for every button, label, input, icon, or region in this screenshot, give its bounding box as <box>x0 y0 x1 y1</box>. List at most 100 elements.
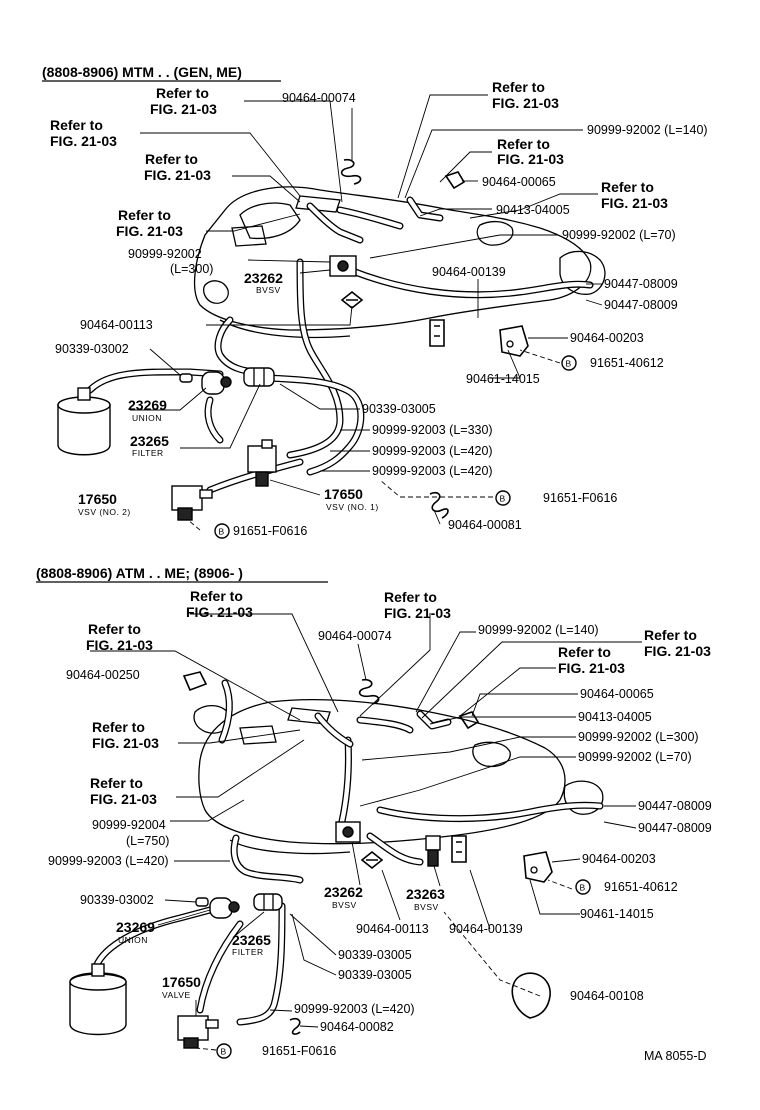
bracket-90464-00139-top <box>429 319 445 347</box>
label-91651-f0616b-top: 91651-F0616 <box>233 524 307 538</box>
clip-90464-00065-top <box>444 171 466 190</box>
clip-90464-00082-bottom <box>289 1017 301 1035</box>
filter-23265-bottom <box>253 893 283 911</box>
connector-90339-03002-bottom <box>195 897 209 907</box>
label-90999-92003-l420a-bottom: 90999-92003 (L=420) <box>48 854 169 868</box>
label-90999-92003-l330-top: 90999-92003 (L=330) <box>372 423 493 437</box>
label-vsv-no2-top: VSV (NO. 2) <box>78 507 131 517</box>
connector-90339-03002-top <box>179 373 193 383</box>
clip-90464-00065-bottom <box>458 711 480 730</box>
label-refer-bottom-5: Refer to <box>384 589 437 605</box>
clip-90464-00081-top <box>429 491 449 519</box>
label-90464-00082-bottom: 90464-00082 <box>320 1020 394 1034</box>
label-refer-top-3: Refer to <box>145 151 198 167</box>
label-90464-00139-bottom: 90464-00139 <box>449 922 523 936</box>
label-23263-bottom: 23263 <box>406 886 445 902</box>
label-refer-fig-bottom-4: FIG. 21-03 <box>90 791 157 807</box>
hose-lines-bottom <box>91 679 604 1026</box>
label-90464-00203-top: 90464-00203 <box>570 331 644 345</box>
label-valve-bottom: VALVE <box>162 990 191 1000</box>
label-90464-00113-bottom: 90464-00113 <box>356 922 429 936</box>
label-90464-00139-top: 90464-00139 <box>432 265 506 279</box>
clip-90464-00113-top <box>340 290 364 310</box>
label-90413-04005-top: 90413-04005 <box>496 203 570 217</box>
label-refer-bottom-1: Refer to <box>190 588 243 604</box>
label-refer-fig-bottom-3: FIG. 21-03 <box>92 735 159 751</box>
label-90447-08009a-top: 90447-08009 <box>604 277 678 291</box>
label-refer-fig-top-1: FIG. 21-03 <box>150 101 217 117</box>
vsv-no1-top <box>247 439 277 487</box>
label-refer-top-7: Refer to <box>601 179 654 195</box>
bracket-90464-00203-top <box>499 325 529 357</box>
label-23265-top: 23265 <box>130 433 169 449</box>
label-refer-fig-bottom-2: FIG. 21-03 <box>86 637 153 653</box>
bolt-marker-top-2 <box>495 490 511 506</box>
label-90999-92002-l70-top: 90999-92002 (L=70) <box>562 228 676 242</box>
union-23269-bottom <box>209 897 240 919</box>
label-refer-fig-top-3: FIG. 21-03 <box>144 167 211 183</box>
bvsv-23262-top <box>329 255 357 277</box>
label-filter-top: FILTER <box>132 448 164 458</box>
label-90461-14015-top: 90461-14015 <box>466 372 540 386</box>
label-90447-08009a-bottom: 90447-08009 <box>638 799 712 813</box>
label-90999-92004-bottom: 90999-92004 <box>92 818 166 832</box>
bolt-marker-bottom-1 <box>575 879 591 895</box>
label-23269-top: 23269 <box>128 397 167 413</box>
bottom-section-title: (8808-8906) ATM . . ME; (8906- ) <box>36 565 243 581</box>
label-90464-00074-top: 90464-00074 <box>282 91 356 105</box>
bolt-marker-bottom-1-letter: B <box>580 883 586 893</box>
label-91651-40612-top: 91651-40612 <box>590 356 664 370</box>
label-refer-fig-top-7: FIG. 21-03 <box>601 195 668 211</box>
hose-lines-top <box>86 196 594 494</box>
label-23262-bottom: 23262 <box>324 884 363 900</box>
label-90447-08009b-bottom: 90447-08009 <box>638 821 712 835</box>
valve-17650-bottom <box>177 1015 219 1049</box>
bolt-marker-top-1-letter: B <box>566 359 572 369</box>
label-refer-top-5: Refer to <box>492 79 545 95</box>
label-90464-00081-top: 90464-00081 <box>448 518 522 532</box>
label-90464-00074-bottom: 90464-00074 <box>318 629 392 643</box>
label-refer-bottom-3: Refer to <box>92 719 145 735</box>
label-90339-03005a-bottom: 90339-03005 <box>338 948 412 962</box>
bolt-marker-bottom-2-letter: B <box>221 1047 227 1057</box>
bracket-90464-00203-bottom <box>523 851 553 883</box>
label-90447-08009b-top: 90447-08009 <box>604 298 678 312</box>
top-section-title: (8808-8906) MTM . . (GEN, ME) <box>42 64 242 80</box>
label-90464-00113-top: 90464-00113 <box>80 318 153 332</box>
label-refer-fig-bottom-1: FIG. 21-03 <box>186 604 253 620</box>
label-90464-00108-bottom: 90464-00108 <box>570 989 644 1003</box>
label-90999-92002-l140-top: 90999-92002 (L=140) <box>587 123 708 137</box>
label-bvsv-23262-bottom: BVSV <box>332 900 357 910</box>
spring-clip-90464-00074-bottom <box>358 678 380 705</box>
label-refer-bottom-4: Refer to <box>90 775 143 791</box>
figure-code: MA 8055-D <box>644 1049 707 1063</box>
label-refer-bottom-7: Refer to <box>558 644 611 660</box>
union-23269-top <box>201 371 232 395</box>
label-90461-14015-bottom: 90461-14015 <box>580 907 654 921</box>
label-90464-00065-bottom: 90464-00065 <box>580 687 654 701</box>
label-90339-03002-bottom: 90339-03002 <box>80 893 154 907</box>
label-l750-bottom: (L=750) <box>126 834 169 848</box>
clip-90464-00113-bottom <box>360 850 384 870</box>
part-labels-top: Refer to FIG. 21-03 Refer to FIG. 21-03 … <box>50 79 708 539</box>
filter-23265-top <box>243 367 275 387</box>
label-90413-04005-bottom: 90413-04005 <box>578 710 652 724</box>
label-90999-92002-l300-top: 90999-92002 <box>128 247 202 261</box>
label-refer-top-2: Refer to <box>50 117 103 133</box>
bolt-marker-top-3 <box>214 523 230 539</box>
bolt-marker-bottom-2 <box>216 1043 232 1059</box>
leader-lines-top <box>130 94 603 531</box>
label-90339-03002-top: 90339-03002 <box>55 342 129 356</box>
label-91651-40612-bottom: 91651-40612 <box>604 880 678 894</box>
charcoal-canister-bottom <box>69 963 127 1036</box>
label-90999-92002-l140-bottom: 90999-92002 (L=140) <box>478 623 599 637</box>
label-17650b-top: 17650 <box>324 486 363 502</box>
label-90464-00065-top: 90464-00065 <box>482 175 556 189</box>
label-refer-fig-bottom-6: FIG. 21-03 <box>644 643 711 659</box>
label-filter-bottom: FILTER <box>232 947 264 957</box>
label-union-bottom: UNION <box>118 935 148 945</box>
bvsv-23263-bottom <box>425 835 441 867</box>
label-refer-fig-bottom-5: FIG. 21-03 <box>384 605 451 621</box>
label-refer-fig-top-4: FIG. 21-03 <box>116 223 183 239</box>
